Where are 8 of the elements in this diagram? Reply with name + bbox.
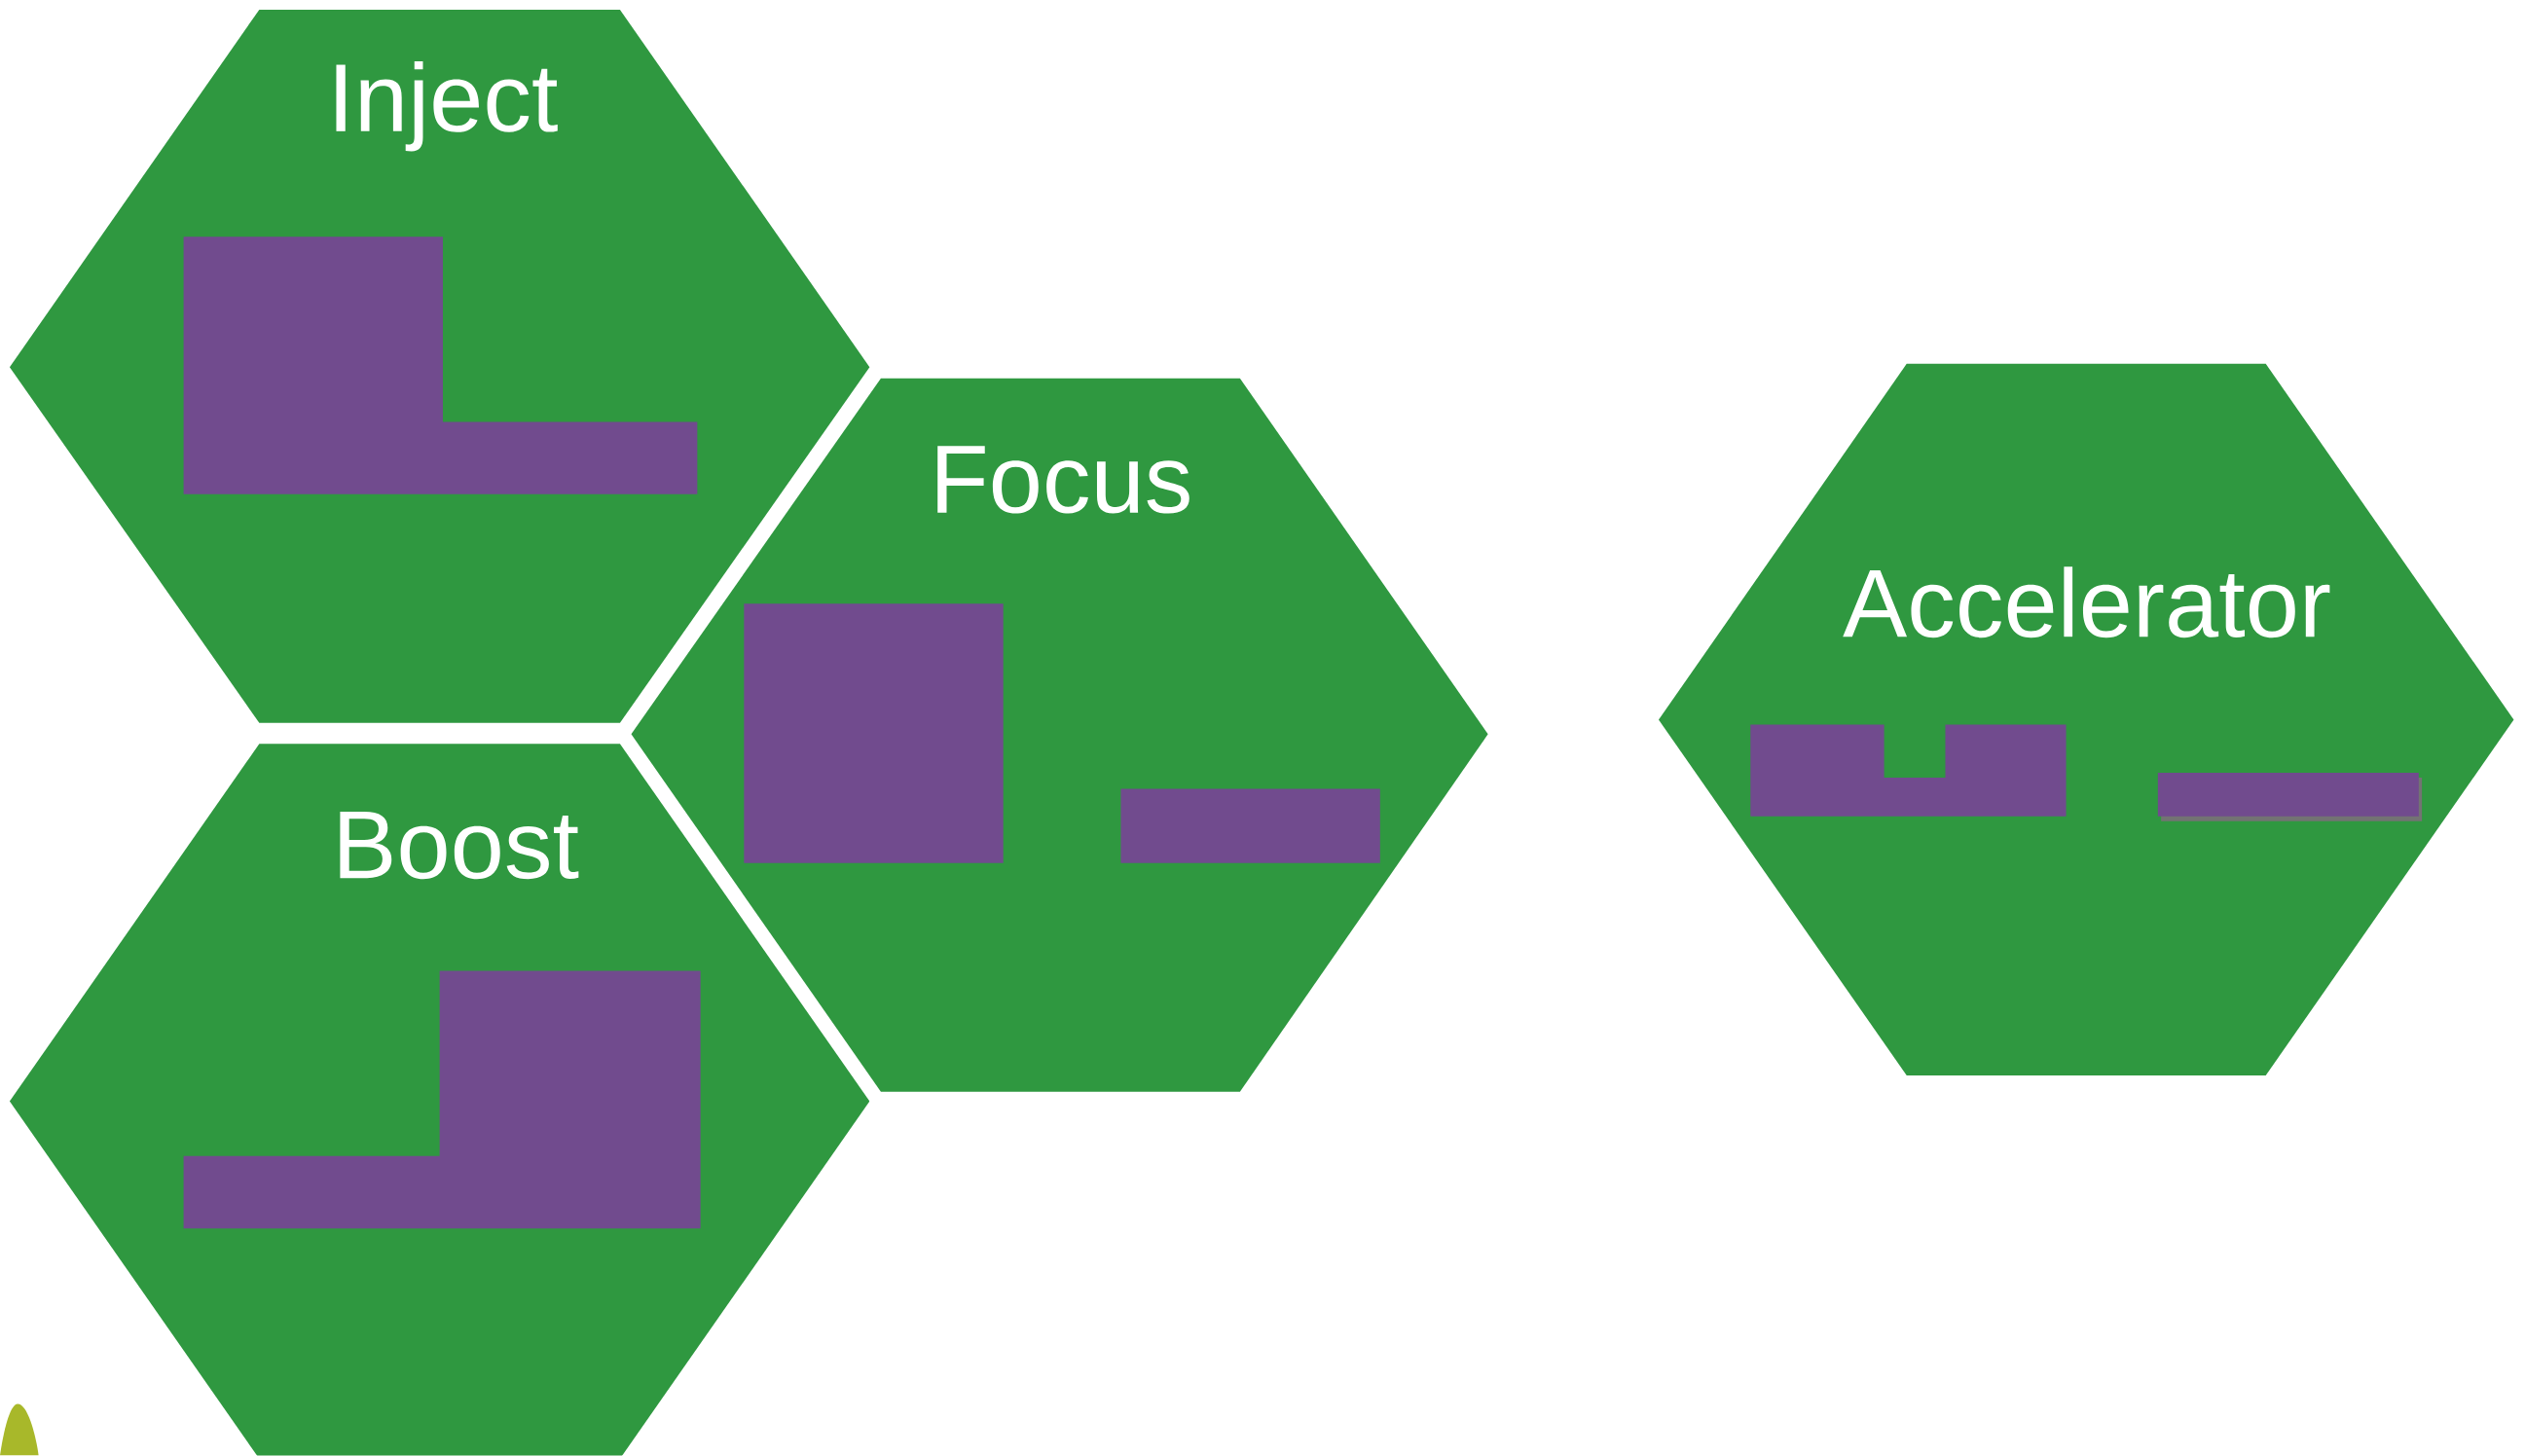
notched-block xyxy=(1750,724,2067,817)
hexagon: Accelerator xyxy=(1659,364,2514,1076)
l-shaped-block xyxy=(183,237,698,495)
square-block xyxy=(744,603,1004,863)
bar-block xyxy=(1120,788,1380,863)
node-label: Focus xyxy=(937,446,1189,514)
bar-block xyxy=(2157,773,2423,821)
l-shaped-block xyxy=(183,970,701,1229)
